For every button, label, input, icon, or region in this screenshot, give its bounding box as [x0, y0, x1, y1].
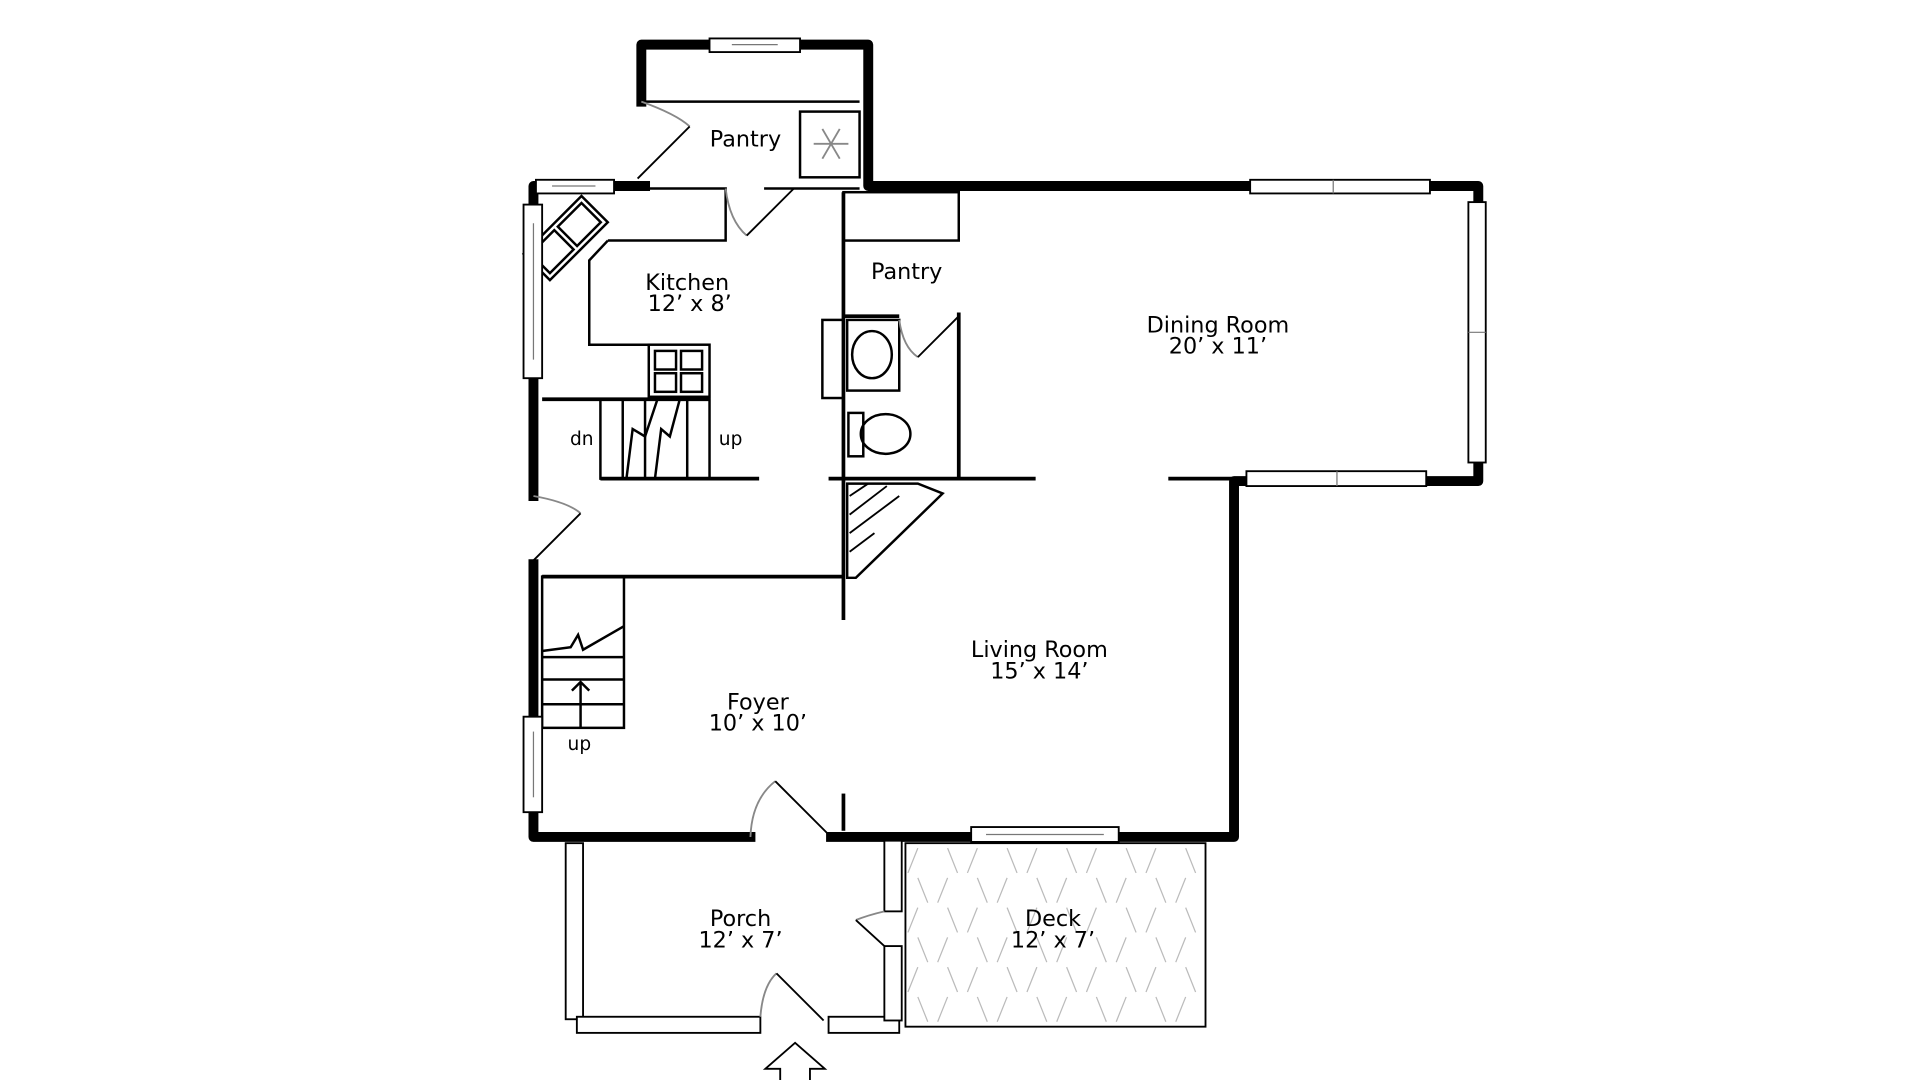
deck-board	[1115, 937, 1127, 963]
deck-board	[1036, 996, 1048, 1022]
deck-board	[1125, 907, 1137, 933]
deck-board	[1085, 847, 1097, 874]
deck-board	[907, 847, 919, 874]
deck-board	[996, 996, 1008, 1022]
kitchen-stairs	[599, 398, 711, 480]
deck-board	[1085, 907, 1097, 933]
deck-board	[1175, 996, 1187, 1022]
deck-board	[1145, 907, 1157, 933]
bathroom	[821, 315, 960, 458]
deck-board	[1175, 937, 1187, 963]
room-size-living: 15’ x 14’	[990, 658, 1088, 684]
deck-board	[1036, 877, 1048, 903]
room-label-dining: Dining Room	[1147, 312, 1290, 338]
deck-board	[917, 996, 929, 1022]
room-label-porch: Porch	[710, 906, 771, 932]
deck-board	[966, 907, 978, 933]
deck-board	[1036, 937, 1048, 963]
deck-board	[1145, 847, 1157, 874]
deck-board	[976, 996, 988, 1022]
deck-board	[1185, 907, 1197, 933]
deck-board	[1026, 966, 1038, 993]
deck-board	[947, 847, 959, 874]
deck-board	[917, 937, 929, 963]
deck-board	[1095, 877, 1107, 903]
deck-board	[976, 937, 988, 963]
deck-board	[1085, 966, 1097, 993]
doors	[532, 100, 885, 1022]
deck-board	[937, 877, 949, 903]
room-size-foyer: 10’ x 10’	[709, 710, 807, 736]
bath-sink-icon	[850, 329, 894, 380]
snowflake-icon	[813, 128, 849, 160]
deck-board	[1155, 877, 1167, 903]
deck-board	[1026, 907, 1038, 933]
room-size-deck: 12’ x 7’	[1011, 927, 1095, 953]
deck-board	[1145, 966, 1157, 993]
deck-board	[917, 877, 929, 903]
deck-board	[947, 907, 959, 933]
foyer-stairs	[540, 575, 626, 730]
stair-label-up: up	[719, 429, 743, 450]
deck-board	[937, 996, 949, 1022]
deck-board	[1056, 877, 1068, 903]
deck-board	[1155, 996, 1167, 1022]
room-label-deck: Deck	[1025, 906, 1081, 932]
deck-board	[966, 966, 978, 993]
stair-label-dn: dn	[570, 429, 594, 450]
deck-board	[1115, 877, 1127, 903]
deck-board	[1006, 847, 1018, 874]
deck-board	[1185, 847, 1197, 874]
deck-board	[1125, 966, 1137, 993]
deck-board	[1115, 996, 1127, 1022]
deck-board	[947, 966, 959, 993]
deck-board	[1155, 937, 1167, 963]
deck-board	[996, 937, 1008, 963]
room-size-kitchen: 12’ x 8’	[648, 291, 732, 317]
room-label-kitchen: Kitchen	[645, 270, 729, 296]
exterior-walls	[528, 39, 1484, 842]
room-size-dining: 20’ x 11’	[1169, 333, 1267, 359]
deck-board	[1095, 937, 1107, 963]
deck-board	[976, 877, 988, 903]
room-label-living: Living Room	[971, 637, 1108, 663]
deck-board	[996, 877, 1008, 903]
refrigerator	[798, 110, 861, 179]
deck-board	[1056, 996, 1068, 1022]
room-label-pantry-upper: Pantry	[710, 126, 781, 152]
room-label-foyer: Foyer	[727, 689, 790, 715]
closet-pantry	[842, 190, 960, 242]
windows	[522, 37, 1487, 1034]
entrance-arrow-icon	[762, 1041, 828, 1080]
deck-board	[1125, 847, 1137, 874]
stair-label-foyer-up: up	[568, 734, 592, 755]
deck-board	[1066, 907, 1078, 933]
deck-board	[1095, 996, 1107, 1022]
stove-icon	[647, 343, 711, 399]
deck-board	[1006, 966, 1018, 993]
deck-board	[1026, 847, 1038, 874]
toilet-icon	[859, 412, 912, 456]
deck-outline	[904, 842, 1207, 1028]
fireplace	[845, 482, 945, 580]
deck-board	[1175, 877, 1187, 903]
deck-board	[937, 937, 949, 963]
deck-board	[1185, 966, 1197, 993]
deck-board	[1066, 847, 1078, 874]
deck-board	[1006, 907, 1018, 933]
deck-board	[907, 907, 919, 933]
deck-board	[1056, 937, 1068, 963]
deck-board	[1066, 966, 1078, 993]
interior-walls	[542, 100, 1235, 831]
deck-board	[966, 847, 978, 874]
deck-board	[907, 966, 919, 993]
room-label-pantry-lower: Pantry	[871, 259, 942, 285]
room-size-porch: 12’ x 7’	[698, 927, 782, 953]
deck-hatch	[907, 847, 1197, 1022]
